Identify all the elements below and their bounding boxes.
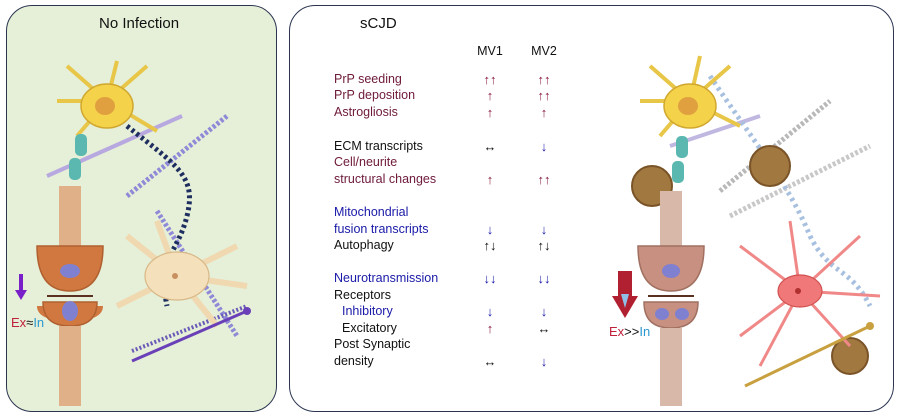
ex-label: Ex [11, 315, 27, 330]
yellow-neuron [640, 55, 741, 138]
astrocyte [115, 219, 248, 328]
mv1-value: ↓ [486, 304, 494, 319]
mv1-value: ↓ [486, 222, 494, 237]
row-label: Cell/neurite [334, 155, 398, 169]
fiber [669, 114, 761, 148]
fiber [131, 304, 248, 353]
healthy-neuron-illustration [15, 60, 251, 406]
row-label: Astrogliosis [334, 105, 398, 119]
no-infection-panel: No Infection [6, 5, 277, 412]
fiber [125, 114, 229, 198]
fiber [718, 99, 832, 193]
mv1-value: ↑ [486, 105, 494, 120]
mv1-value: ↑↓ [483, 238, 497, 253]
myelinated-axon [707, 74, 873, 308]
mitochondrion [60, 264, 80, 278]
mv2-value: ↑ [540, 105, 548, 120]
ex-in-ratio: Ex>>In [609, 324, 650, 339]
row-label: density [334, 354, 374, 368]
mv1-value: ↑↑ [483, 72, 497, 87]
mv2-value: ↓ [540, 304, 548, 319]
row-label: Receptors [334, 288, 391, 302]
column-header-mv1: MV1 [477, 44, 503, 58]
mitochondrion [655, 308, 669, 320]
in-label: In [33, 315, 45, 330]
mv2-value: ↓ [540, 222, 548, 237]
row-label: Neurotransmission [334, 271, 439, 285]
mv2-value: ↑↓ [537, 238, 551, 253]
synapse [36, 186, 104, 406]
in-label: In [639, 324, 651, 339]
ratio-operator: ≈ [26, 315, 34, 330]
reactive-astrocyte [739, 220, 881, 367]
down-arrow-head-icon [15, 290, 27, 300]
mv1-value: ↓↓ [483, 271, 497, 286]
prion-plaque [631, 165, 673, 207]
mv1-value: ↑ [486, 88, 494, 103]
mitochondrion [675, 308, 689, 320]
mv1-value: ↑ [486, 321, 494, 336]
ratio-operator: >> [624, 324, 640, 339]
row-label: fusion transcripts [334, 222, 429, 236]
row-label: ECM transcripts [334, 139, 423, 153]
mv1-value: ↔ [483, 139, 497, 154]
row-label: PrP seeding [334, 72, 402, 86]
ex-label: Ex [609, 324, 625, 339]
row-label: structural changes [334, 172, 437, 186]
mv2-value: ↓↓ [537, 271, 551, 286]
mv1-value: ↑ [486, 172, 494, 187]
down-arrow-head-icon [612, 296, 638, 318]
synapse [637, 191, 705, 406]
scjd-panel: sCJD MV1 MV2 PrP seeding ↑↑ ↑↑ PrP depos… [289, 5, 894, 412]
column-header-mv2: MV2 [531, 44, 557, 58]
probe [744, 324, 871, 388]
scjd-title: sCJD [360, 15, 397, 32]
probe [131, 309, 248, 363]
down-arrow-icon [618, 271, 632, 296]
myelin-segment [672, 161, 684, 183]
myelin-segment [676, 136, 688, 158]
row-label: Inhibitory [342, 304, 393, 318]
mv2-value: ↔ [537, 321, 551, 336]
mv2-value: ↓ [540, 139, 548, 154]
prion-plaque [831, 337, 869, 375]
yellow-neuron [57, 60, 159, 138]
mv2-value: ↑↑ [537, 172, 551, 187]
mv2-value: ↑↑ [537, 88, 551, 103]
mitochondrion [662, 264, 680, 278]
row-label: Post Synaptic [334, 337, 411, 351]
row-label: Excitatory [342, 321, 397, 335]
row-label: Autophagy [334, 238, 394, 252]
mitochondrion [62, 301, 78, 321]
fiber [728, 143, 872, 219]
ex-in-ratio: Ex≈In [11, 315, 44, 330]
myelin-segment [75, 134, 87, 156]
mv2-value: ↓ [540, 354, 548, 369]
row-label: PrP deposition [334, 88, 416, 102]
myelin-segment [69, 158, 81, 180]
mv2-value: ↑↑ [537, 72, 551, 87]
row-label: Mitochondrial [334, 205, 409, 219]
no-infection-title: No Infection [99, 15, 180, 32]
prion-plaque [749, 145, 791, 187]
mv1-value: ↔ [483, 354, 497, 369]
